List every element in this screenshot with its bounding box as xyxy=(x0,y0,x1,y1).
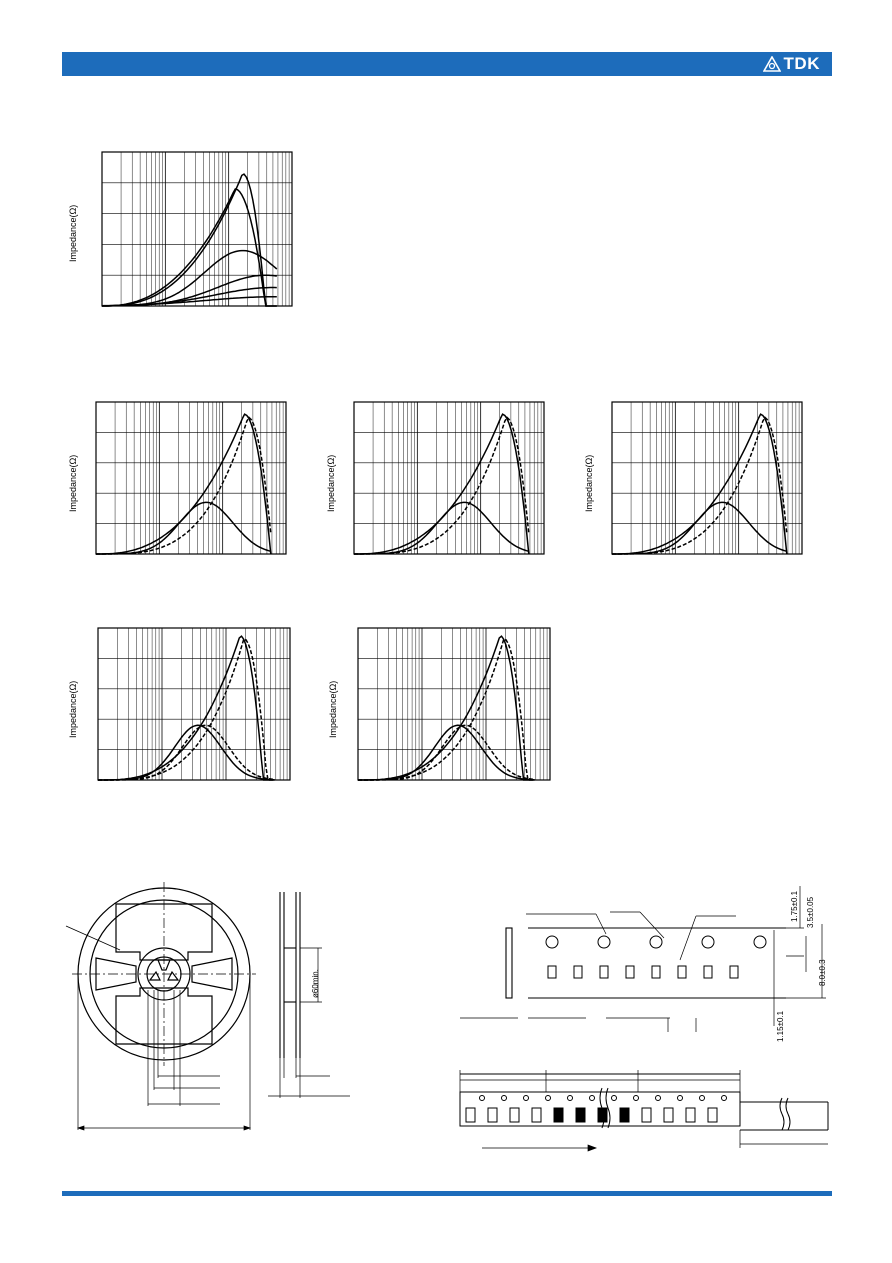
series-line-3 xyxy=(612,501,787,555)
plot-frame xyxy=(357,627,551,781)
tape-top-view xyxy=(459,886,829,1152)
series-line-4 xyxy=(98,724,275,781)
series-line-2 xyxy=(102,188,277,307)
impedance-chart-r3c2: Impedance(Ω) xyxy=(326,626,556,784)
series-line-1 xyxy=(102,173,277,307)
series-line-6 xyxy=(101,296,277,307)
tape-pocket xyxy=(641,1107,652,1123)
component-pocket xyxy=(703,965,713,979)
component-pocket xyxy=(651,965,661,979)
chart-plot-r2c2 xyxy=(353,401,545,555)
series-line-2 xyxy=(358,638,535,781)
sprocket-hole xyxy=(649,935,663,949)
series-line-1 xyxy=(96,413,272,555)
dim-1-75: 1.75±0.1 xyxy=(790,890,799,922)
tape-pocket xyxy=(597,1107,608,1123)
brand-name: TDK xyxy=(783,54,820,73)
component-pocket xyxy=(625,965,635,979)
dim-8-0: 8.0±0.3 xyxy=(818,959,827,986)
tape-pocket xyxy=(619,1107,630,1123)
series-line-3 xyxy=(358,724,535,781)
sprocket-hole-small xyxy=(721,1095,727,1101)
impedance-chart-r2c2: Impedance(Ω) xyxy=(324,400,554,558)
tape-pocket xyxy=(685,1107,696,1123)
sprocket-hole-small xyxy=(479,1095,485,1101)
carrier-tape-drawing: 1.75±0.1 3.5±0.05 8.0±0.3 1.15±0.1 xyxy=(456,876,836,1156)
chart-plot-r2c3 xyxy=(611,401,803,555)
chart-plot-r2c1 xyxy=(95,401,287,555)
series-line-1 xyxy=(98,635,275,781)
sprocket-hole-small xyxy=(501,1095,507,1101)
tdk-emblem-icon xyxy=(762,56,781,72)
chart-plot-r3c2 xyxy=(357,627,551,781)
component-pocket xyxy=(547,965,557,979)
sprocket-hole xyxy=(753,935,767,949)
series-line-1 xyxy=(612,413,788,555)
tape-pocket xyxy=(531,1107,542,1123)
plot-frame xyxy=(611,401,803,555)
dim-1-15: 1.15±0.1 xyxy=(776,1010,785,1042)
tdk-logo: TDK xyxy=(762,54,820,73)
plot-frame xyxy=(97,627,291,781)
impedance-chart-r3c1: Impedance(Ω) xyxy=(66,626,296,784)
sprocket-hole xyxy=(545,935,559,949)
header-bar: TDK xyxy=(62,52,832,76)
tape-pocket xyxy=(663,1107,674,1123)
sprocket-hole-small xyxy=(611,1095,617,1101)
plot-frame xyxy=(95,401,287,555)
series-line-1 xyxy=(354,413,530,555)
component-pocket xyxy=(573,965,583,979)
component-pocket xyxy=(677,965,687,979)
series-line-2 xyxy=(96,416,272,555)
series-line-2 xyxy=(612,416,788,555)
tape-pocket xyxy=(553,1107,564,1123)
hub-diameter-label: ø60min. xyxy=(311,969,320,998)
sprocket-hole-small xyxy=(545,1095,551,1101)
sprocket-hole-small xyxy=(699,1095,705,1101)
tape-pocket xyxy=(487,1107,498,1123)
sprocket-hole xyxy=(597,935,611,949)
series-line-1 xyxy=(358,635,535,781)
impedance-chart-r2c3: Impedance(Ω) xyxy=(582,400,812,558)
chart-plot-r3c1 xyxy=(97,627,291,781)
sprocket-hole-small xyxy=(523,1095,529,1101)
tape-pocket xyxy=(575,1107,586,1123)
series-line-2 xyxy=(98,638,275,781)
sprocket-hole-small xyxy=(655,1095,661,1101)
sprocket-hole-small xyxy=(633,1095,639,1101)
footer-bar xyxy=(62,1191,832,1196)
plot-frame xyxy=(101,151,293,307)
series-line-2 xyxy=(354,416,530,555)
reel-drawing: ø60min. xyxy=(60,880,360,1140)
series-line-4 xyxy=(358,724,535,781)
sprocket-hole-small xyxy=(589,1095,595,1101)
series-line-3 xyxy=(354,501,529,555)
series-line-3 xyxy=(96,501,271,555)
component-pocket xyxy=(729,965,739,979)
sprocket-hole xyxy=(701,935,715,949)
tape-pocket xyxy=(509,1107,520,1123)
tape-pocket xyxy=(707,1107,718,1123)
chart-plot-main xyxy=(101,151,293,307)
dim-3-5: 3.5±0.05 xyxy=(806,896,815,928)
sprocket-hole-small xyxy=(677,1095,683,1101)
series-line-3 xyxy=(98,724,275,781)
reel-front-view xyxy=(65,882,350,1131)
sprocket-hole-small xyxy=(567,1095,573,1101)
tape-pocket xyxy=(465,1107,476,1123)
plot-frame xyxy=(353,401,545,555)
impedance-chart-r2c1: Impedance(Ω) xyxy=(66,400,296,558)
component-pocket xyxy=(599,965,609,979)
impedance-chart-main: Impedance(Ω) xyxy=(66,150,296,310)
